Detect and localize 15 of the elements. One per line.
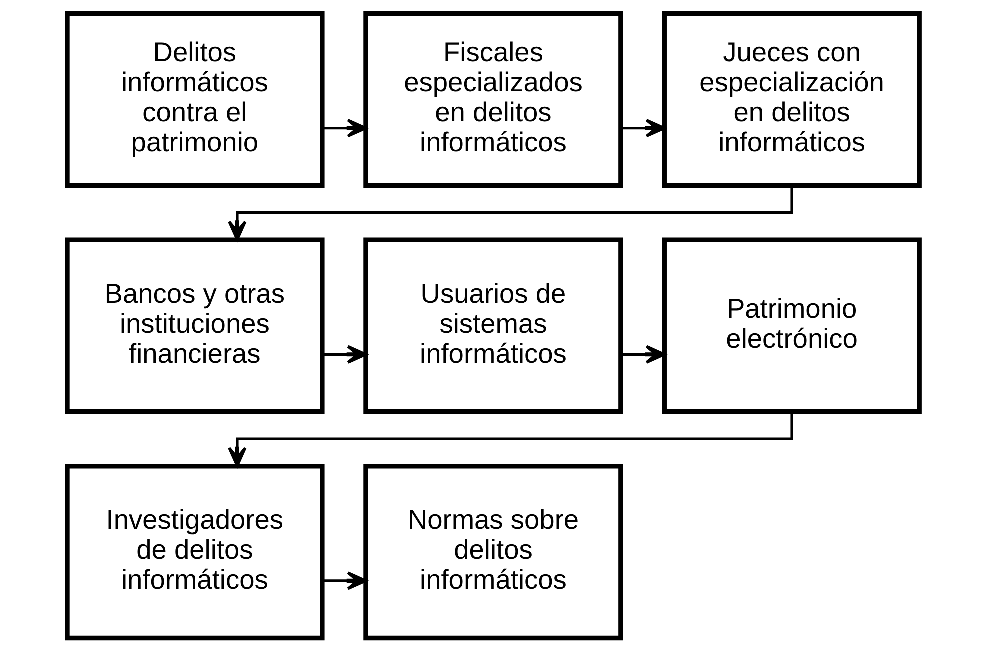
arrow	[322, 345, 368, 364]
node-box: Normas sobre delitos informáticos	[364, 464, 624, 641]
node-box: Patrimonio electrónico	[662, 238, 922, 414]
node-box: Fiscales especializados en delitos informáticos	[364, 11, 624, 188]
node-box: Bancos y otras instituciones financieras	[65, 238, 325, 414]
node-box: Usuarios de sistemas informáticos	[364, 238, 624, 414]
arrow	[322, 118, 368, 138]
node-box: Investigadores de delitos informáticos	[65, 464, 325, 641]
node-box: Delitos informáticos contra el patrimonio	[65, 11, 325, 188]
arrow	[228, 186, 794, 242]
arrow	[620, 345, 666, 364]
arrow	[322, 572, 368, 590]
node-box: Jueces con especialización en delitos informáticos	[662, 11, 922, 188]
arrow	[228, 412, 794, 468]
arrow	[620, 118, 666, 138]
